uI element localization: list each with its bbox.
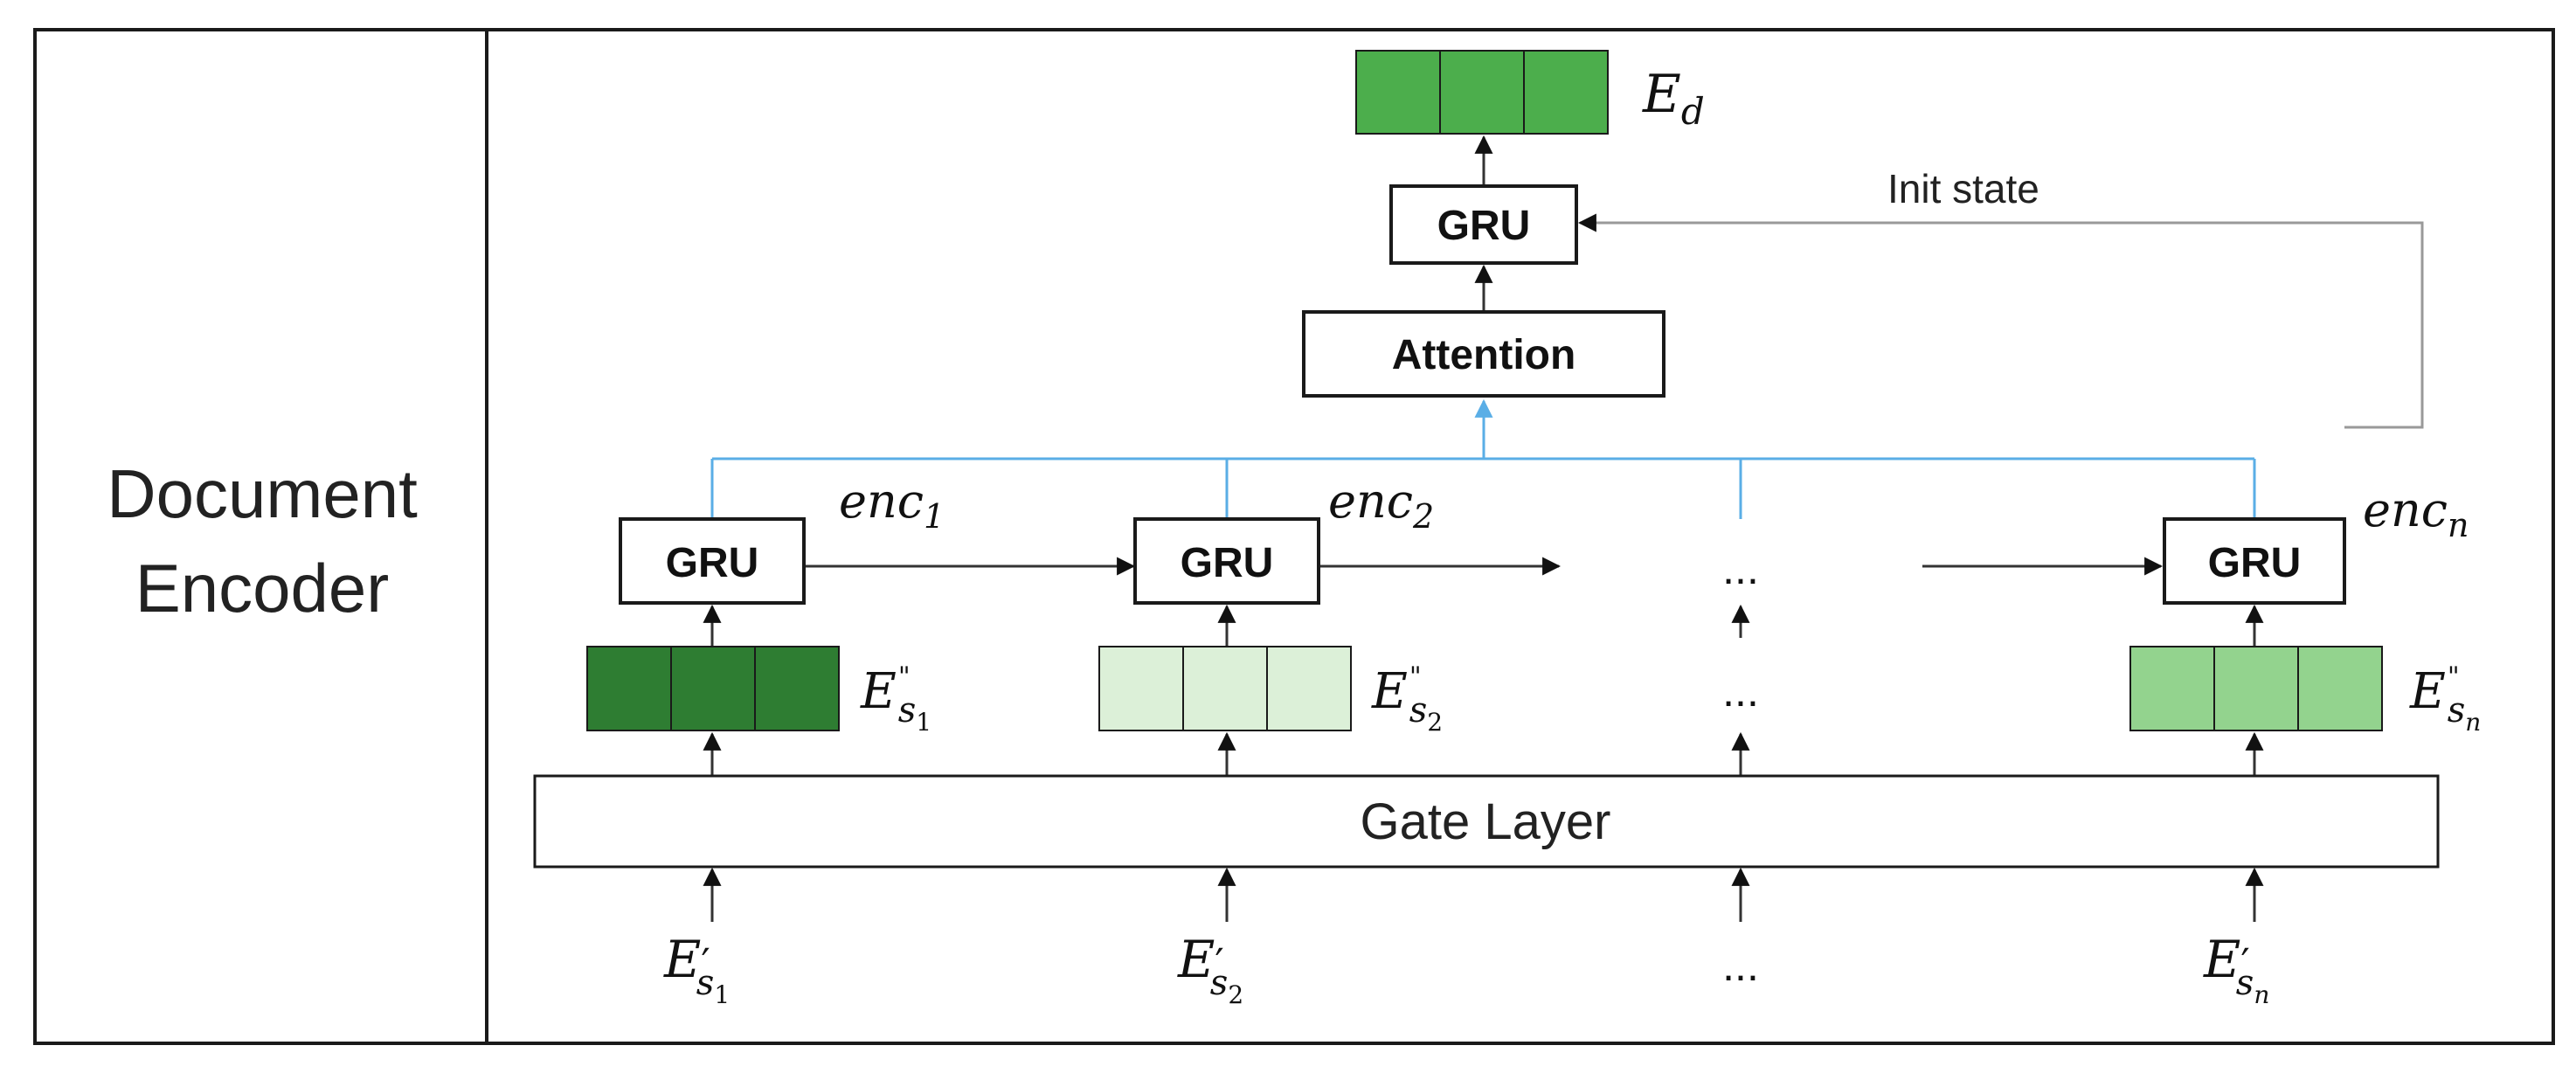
top-gru-box xyxy=(1389,184,1578,265)
gru-2-label: GRU xyxy=(1181,540,1274,586)
output-embedding-label: Ed xyxy=(1642,64,1705,133)
ellipsis-gru-row: ... xyxy=(1722,544,1759,593)
section-label-line2: Encoder xyxy=(135,550,390,627)
gru-n-box xyxy=(2163,517,2346,605)
enc-2-label: enc2 xyxy=(1328,474,1434,536)
gru-1-box xyxy=(619,517,806,605)
sentence-embedding-n xyxy=(2129,646,2383,731)
input-1-label: E′s1 xyxy=(663,930,730,1009)
column-2: GRU enc2 E"s2 E′s2 xyxy=(1098,474,1443,1009)
attention-bus xyxy=(710,398,2256,519)
gru-2-box xyxy=(1133,517,1320,605)
sentence-embedding-1-label: E"s1 xyxy=(860,661,931,737)
attention-box xyxy=(1302,310,1665,398)
attention-label: Attention xyxy=(1392,332,1576,378)
column-n: GRU encn E"sn E′sn xyxy=(2129,482,2481,1009)
init-state-label: Init state xyxy=(1887,166,2039,211)
ellipsis-embedding-row: ... xyxy=(1722,667,1759,716)
init-state-connector xyxy=(1577,213,2424,429)
ellipsis-input-row: ... xyxy=(1722,941,1759,990)
column-1: GRU enc1 E"s1 E′s1 xyxy=(586,474,945,1009)
section-label-line1: Document xyxy=(107,455,418,532)
output-embedding xyxy=(1355,50,1609,135)
top-gru-label: GRU xyxy=(1437,203,1531,249)
sentence-embedding-n-label: E"sn xyxy=(2409,661,2481,737)
sentence-embedding-2-label: E"s2 xyxy=(1371,661,1443,737)
outer-frame xyxy=(33,28,2555,1045)
enc-n-label: encn xyxy=(2363,482,2469,544)
gate-layer-label: Gate Layer xyxy=(1361,793,1611,850)
input-n-label: E′sn xyxy=(2203,930,2269,1009)
input-2-label: E′s2 xyxy=(1177,930,1243,1009)
gate-layer-box xyxy=(533,774,2440,869)
gru-n-label: GRU xyxy=(2208,540,2302,586)
sentence-embedding-1 xyxy=(586,646,840,731)
sentence-embedding-2 xyxy=(1098,646,1352,731)
enc-1-label: enc1 xyxy=(839,474,945,536)
ellipsis-column: ... ... ... xyxy=(1722,544,1759,990)
gru-1-label: GRU xyxy=(666,540,759,586)
